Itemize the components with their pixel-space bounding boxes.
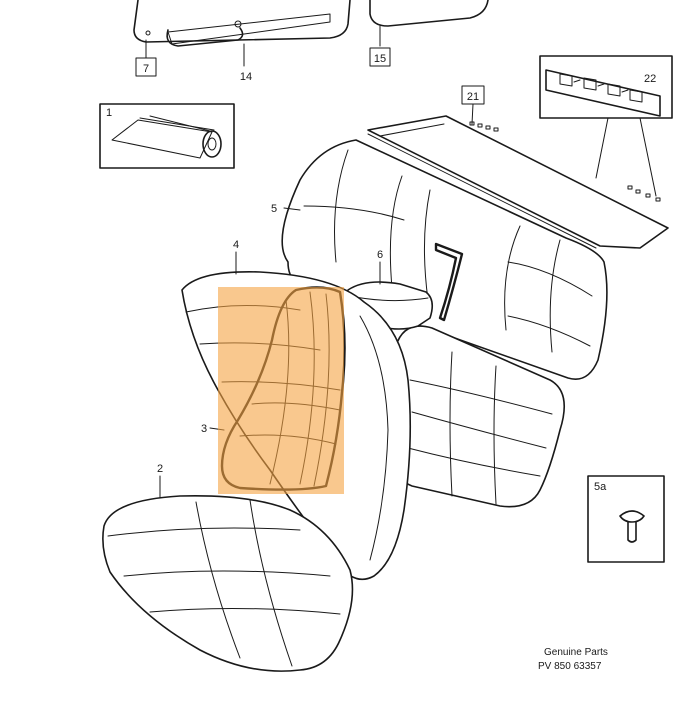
callout-5: 5 — [271, 203, 277, 215]
footer-line-1: Genuine Parts — [544, 647, 608, 658]
callout-box-7 — [135, 57, 157, 77]
door-panel-insert-part — [369, 0, 489, 27]
door-panel-part — [133, 0, 351, 47]
rear-cushion-part — [395, 325, 566, 508]
callout-21: 21 — [467, 91, 479, 103]
callout-box-15 — [369, 47, 391, 67]
callout-3: 3 — [201, 423, 207, 435]
callout-1: 1 — [106, 107, 112, 119]
front-cushion-part — [102, 494, 354, 672]
footer-line-2: PV 850 63357 — [538, 661, 602, 672]
callout-6: 6 — [377, 249, 383, 261]
callout-5a: 5a — [594, 481, 607, 493]
callout-14: 14 — [240, 71, 252, 83]
callout-4: 4 — [233, 239, 239, 251]
part-22-inset: 22 — [539, 55, 673, 119]
callout-7: 7 — [143, 63, 149, 75]
callout-22: 22 — [644, 73, 656, 85]
part-5a-inset: 5a — [587, 475, 665, 563]
callout-15: 15 — [374, 53, 386, 65]
parcel-shelf-part — [367, 115, 669, 249]
part-1-inset: 1 — [99, 103, 235, 169]
callout-2: 2 — [157, 463, 163, 475]
armrest-slot — [434, 242, 464, 322]
highlight-box — [218, 287, 344, 494]
rear-backrest-part — [281, 139, 608, 380]
